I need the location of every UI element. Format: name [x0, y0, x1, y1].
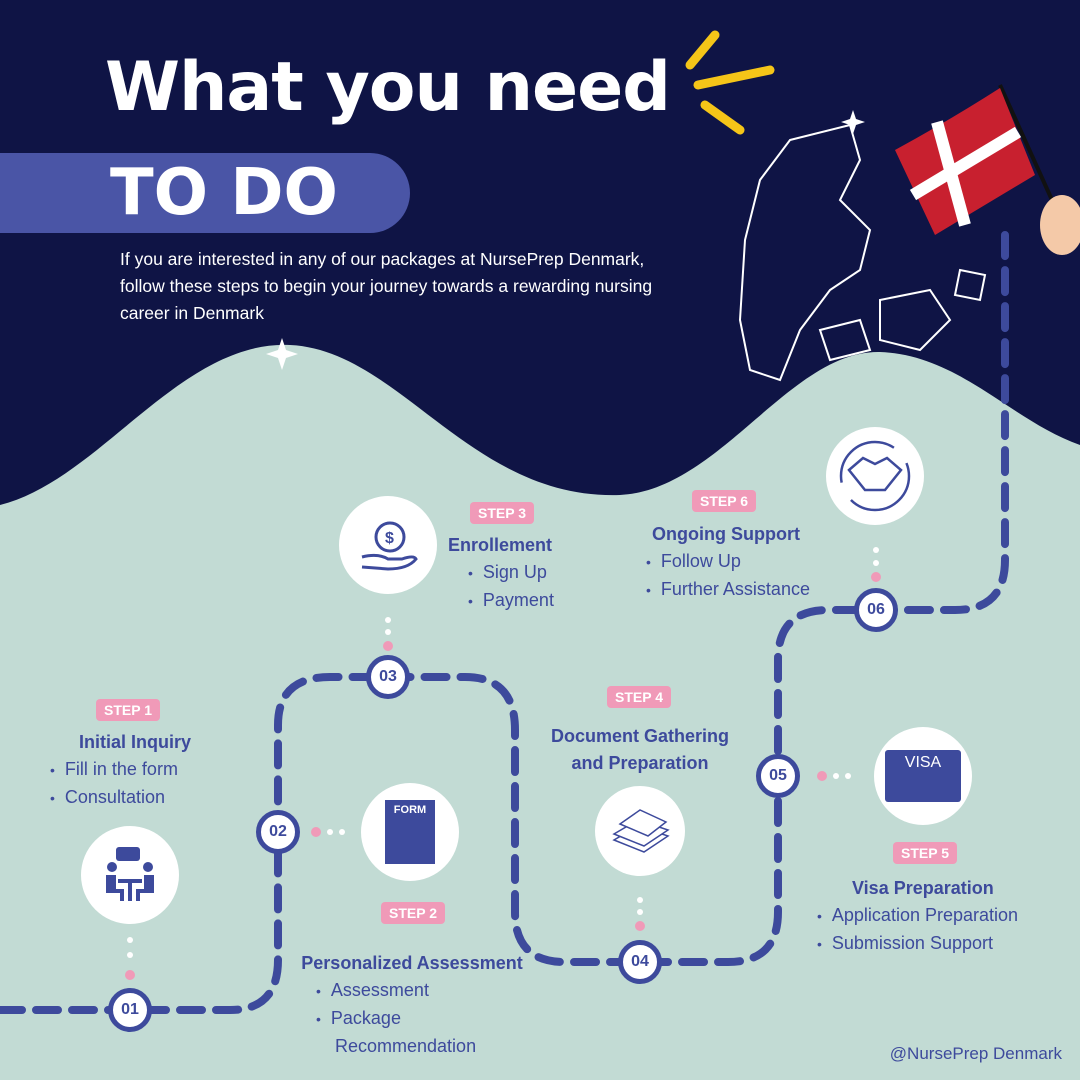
step-title: Visa Preparation: [852, 878, 994, 898]
step-items: Sign UpPayment: [468, 559, 554, 615]
step-title: Enrollement: [448, 535, 553, 555]
visa-card-icon: VISA: [874, 727, 972, 825]
list-item: Follow Up: [646, 548, 810, 576]
svg-text:$: $: [385, 530, 394, 547]
list-item: Consultation: [50, 784, 178, 812]
list-item: Fill in the form: [50, 756, 178, 784]
intro-text: If you are interested in any of our pack…: [120, 249, 653, 323]
step-items: Follow UpFurther Assistance: [646, 548, 810, 604]
documents-icon: [595, 786, 685, 876]
step-node-03: 03: [366, 655, 410, 699]
step-title: Ongoing Support: [652, 524, 800, 544]
list-item: Assessment: [316, 977, 516, 1005]
step-node-01: 01: [108, 988, 152, 1032]
step-title: Personalized Assessment: [301, 953, 523, 973]
step-badge: STEP 5: [893, 842, 957, 864]
step-node-06: 06: [854, 588, 898, 632]
form-icon: FORM: [361, 783, 459, 881]
connector-dots: [125, 572, 881, 980]
step-badge: STEP 4: [607, 686, 671, 708]
step-node-04: 04: [618, 940, 662, 984]
danish-flag-icon: [895, 84, 1080, 255]
list-item: Submission Support: [817, 930, 1018, 958]
list-item: Sign Up: [468, 559, 554, 587]
step-node-02: 02: [256, 810, 300, 854]
denmark-map-icon: [738, 123, 987, 382]
page-title: What you need: [105, 48, 671, 127]
list-item: Package Recommendation: [316, 1005, 516, 1060]
step-items: Fill in the formConsultation: [50, 756, 178, 812]
step-items: AssessmentPackage Recommendation: [316, 977, 516, 1060]
sparkle-icon: [266, 110, 865, 370]
title-band: [0, 153, 410, 233]
step-node-05: 05: [756, 754, 800, 798]
step-badge: STEP 3: [470, 502, 534, 524]
meeting-icon: [81, 826, 179, 924]
step-items: Application PreparationSubmission Suppor…: [817, 902, 1018, 958]
money-hand-icon: $: [339, 496, 437, 594]
step-badge: STEP 6: [692, 490, 756, 512]
list-item: Payment: [468, 587, 554, 615]
page-subtitle: TO DO: [110, 156, 338, 230]
sparkle-lines-icon: [685, 30, 775, 135]
journey-path: [0, 231, 1009, 1014]
step-badge: STEP 1: [96, 699, 160, 721]
list-item: Further Assistance: [646, 576, 810, 604]
social-handle: @NursePrep Denmark: [889, 1044, 1062, 1063]
handshake-icon: [826, 427, 924, 525]
step-title: Initial Inquiry: [78, 732, 191, 752]
step-title: Document Gathering and Preparation: [550, 726, 729, 773]
mint-wave: [0, 344, 1080, 1080]
list-item: Application Preparation: [817, 902, 1018, 930]
step-badge: STEP 2: [381, 902, 445, 924]
